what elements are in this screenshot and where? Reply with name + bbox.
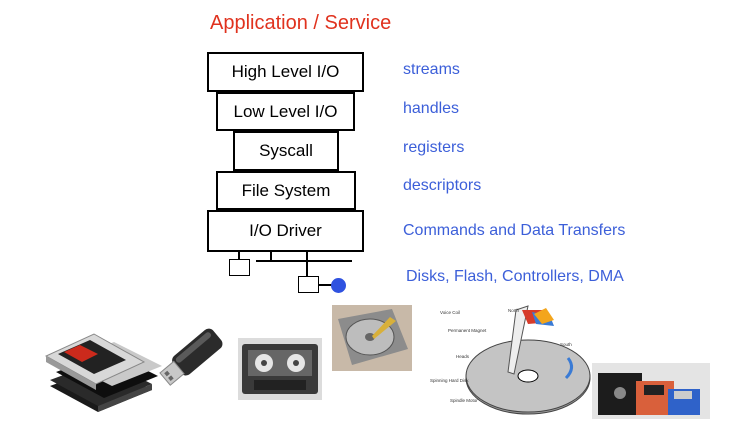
layer-io-driver: I/O Driver [207,210,364,252]
hdd-label-permanent-magnet: Permanent Magnet [448,328,487,333]
layer-name: Syscall [259,141,313,160]
bus-horizontal [256,260,352,262]
hdd-label-heads: Heads [456,354,470,359]
layer-syscall: Syscall [233,131,339,171]
bus-vertical-right [306,252,308,261]
layer-name: File System [241,180,331,200]
hdd-label-south: South [560,342,572,347]
hdd-label-spinning-hard-disk: Spinning Hard Disk [430,378,469,383]
layer-name: Low Level I/O [233,101,338,121]
ssd-drives-photo [44,333,162,412]
open-hard-disk-photo [332,305,412,371]
hdd-label-voice-coil: Voice Coil [440,310,460,315]
layer-name: I/O Driver [249,221,322,240]
floppy-disks-photo [592,363,710,419]
layer-low-level-io: Low Level I/O [216,92,355,131]
layer-high-level-io: High Level I/O [207,52,364,92]
hdd-label-north: North [508,308,520,313]
layer-name: High Level I/O [231,62,340,81]
device-connector [319,284,332,286]
cassette-tape-photo [238,338,322,400]
device-dot [331,278,346,293]
controller-box-right [298,276,319,293]
layer-description-descriptors: descriptors [403,177,482,194]
controller-box-left [229,259,250,276]
hdd-label-spindle-motor: Spindle Motor [450,398,478,403]
devices-label: Disks, Flash, Controllers, DMA [406,268,624,285]
diagram-title: Application / Service [210,12,392,34]
layer-description-commands: Commands and Data Transfers [403,222,626,239]
bus-vertical-left [238,252,240,261]
bus-vertical-center [270,252,272,261]
bus-drop-right [306,261,308,276]
usb-flash-drive-photo [159,328,223,386]
layer-description-registers: registers [403,139,465,156]
hard-disk-diagram: Voice Coil North Permanent Magnet South … [430,305,591,415]
layer-file-system: File System [216,171,356,210]
layer-description-streams: streams [403,61,460,78]
layer-description-handles: handles [403,100,460,117]
